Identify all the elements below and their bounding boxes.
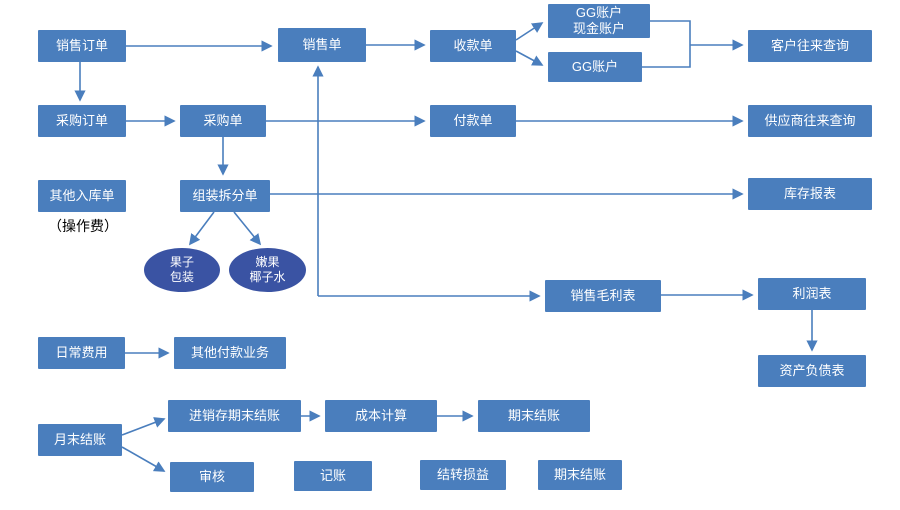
node-month-end-closing[interactable]: 月末结账 [38,424,122,456]
node-purchase-slip[interactable]: 采购单 [180,105,266,137]
node-inventory-period-closing[interactable]: 进销存期末结账 [168,400,301,432]
node-pl-carryover[interactable]: 结转损益 [420,460,506,490]
node-coconut-water[interactable]: 嫩果 椰子水 [229,248,306,292]
node-supplier-query[interactable]: 供应商往来查询 [748,105,872,137]
node-gg-cash-account[interactable]: GG账户 现金账户 [548,4,650,38]
node-period-closing-top[interactable]: 期末结账 [478,400,590,432]
node-sales-order[interactable]: 销售订单 [38,30,126,62]
node-fruit-packaging[interactable]: 果子 包装 [144,248,220,292]
node-sales-slip[interactable]: 销售单 [278,28,366,62]
node-bookkeeping[interactable]: 记账 [294,461,372,491]
node-balance-sheet[interactable]: 资产负债表 [758,355,866,387]
node-other-payment[interactable]: 其他付款业务 [174,337,286,369]
node-assembly-split[interactable]: 组装拆分单 [180,180,270,212]
node-audit[interactable]: 审核 [170,462,254,492]
node-inventory-report[interactable]: 库存报表 [748,178,872,210]
node-purchase-order[interactable]: 采购订单 [38,105,126,137]
node-daily-expense[interactable]: 日常费用 [38,337,125,369]
node-receipt-slip[interactable]: 收款单 [430,30,516,62]
node-gg-account[interactable]: GG账户 [548,52,642,82]
node-payment-slip[interactable]: 付款单 [430,105,516,137]
node-profit-statement[interactable]: 利润表 [758,278,866,310]
node-gross-profit-report[interactable]: 销售毛利表 [545,280,661,312]
operation-fee-note: （操作费） [48,218,118,234]
node-cost-calculation[interactable]: 成本计算 [325,400,437,432]
node-period-closing-bottom[interactable]: 期末结账 [538,460,622,490]
node-customer-query[interactable]: 客户往来查询 [748,30,872,62]
node-other-inbound[interactable]: 其他入库单 [38,180,126,212]
